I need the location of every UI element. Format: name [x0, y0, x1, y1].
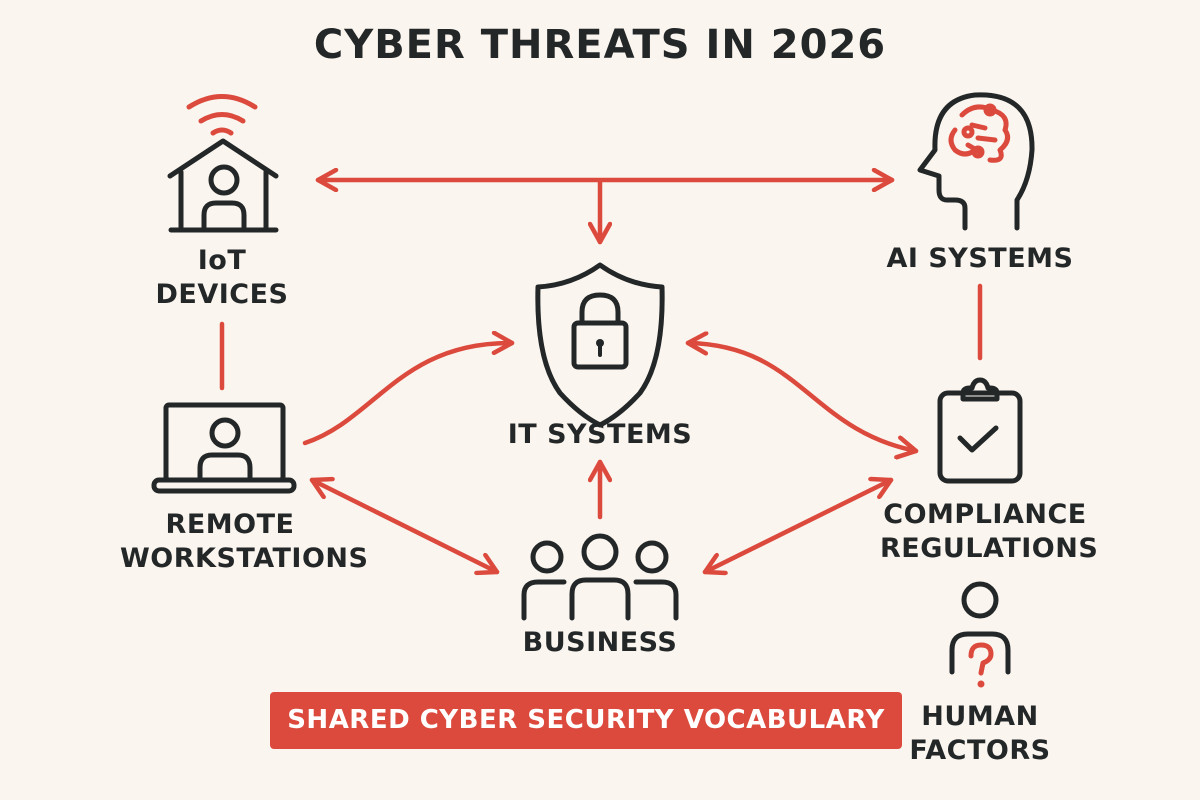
connectors	[219, 180, 983, 572]
laptop-user-icon	[151, 402, 297, 494]
node-remote-workstations: REMOTE WORKSTATIONS	[120, 508, 369, 576]
compliance-label-line2: REGULATIONS	[880, 533, 1099, 564]
clipboard-check-icon	[937, 377, 1023, 484]
human-label-line2: FACTORS	[909, 735, 1051, 766]
business-label: BUSINESS	[522, 627, 678, 658]
remote-label-line2: WORKSTATIONS	[120, 543, 369, 574]
node-compliance-regulations: COMPLIANCE REGULATIONS	[880, 498, 1099, 566]
iot-label-line1: IoT	[197, 245, 247, 276]
node-human-factors: HUMAN FACTORS	[900, 700, 1060, 768]
node-it-systems: IT SYSTEMS	[500, 418, 700, 452]
connector-remote-it	[302, 343, 515, 446]
connector-remote-business	[309, 480, 500, 572]
connector-business-compliance	[702, 480, 894, 572]
remote-label-line1: REMOTE	[165, 509, 295, 540]
head-brain-icon	[917, 92, 1035, 231]
ai-label: AI SYSTEMS	[886, 243, 1074, 274]
smart-home-wifi-icon	[167, 94, 279, 233]
person-question-icon	[949, 581, 1011, 688]
shield-lock-icon	[535, 262, 665, 428]
compliance-label-line1: COMPLIANCE	[883, 499, 1087, 530]
node-iot-devices: IoT DEVICES	[142, 244, 302, 312]
page-title: CYBER THREATS IN 2026	[313, 22, 887, 68]
human-label-line1: HUMAN	[921, 701, 1039, 732]
node-business: BUSINESS	[500, 626, 700, 660]
node-ai-systems: AI SYSTEMS	[880, 242, 1080, 276]
connector-it-compliance	[685, 343, 919, 451]
it-label: IT SYSTEMS	[507, 419, 693, 450]
shared-vocabulary-banner: SHARED CYBER SECURITY VOCABULARY	[270, 692, 902, 749]
group-users-icon	[521, 533, 679, 621]
iot-label-line2: DEVICES	[155, 279, 289, 310]
